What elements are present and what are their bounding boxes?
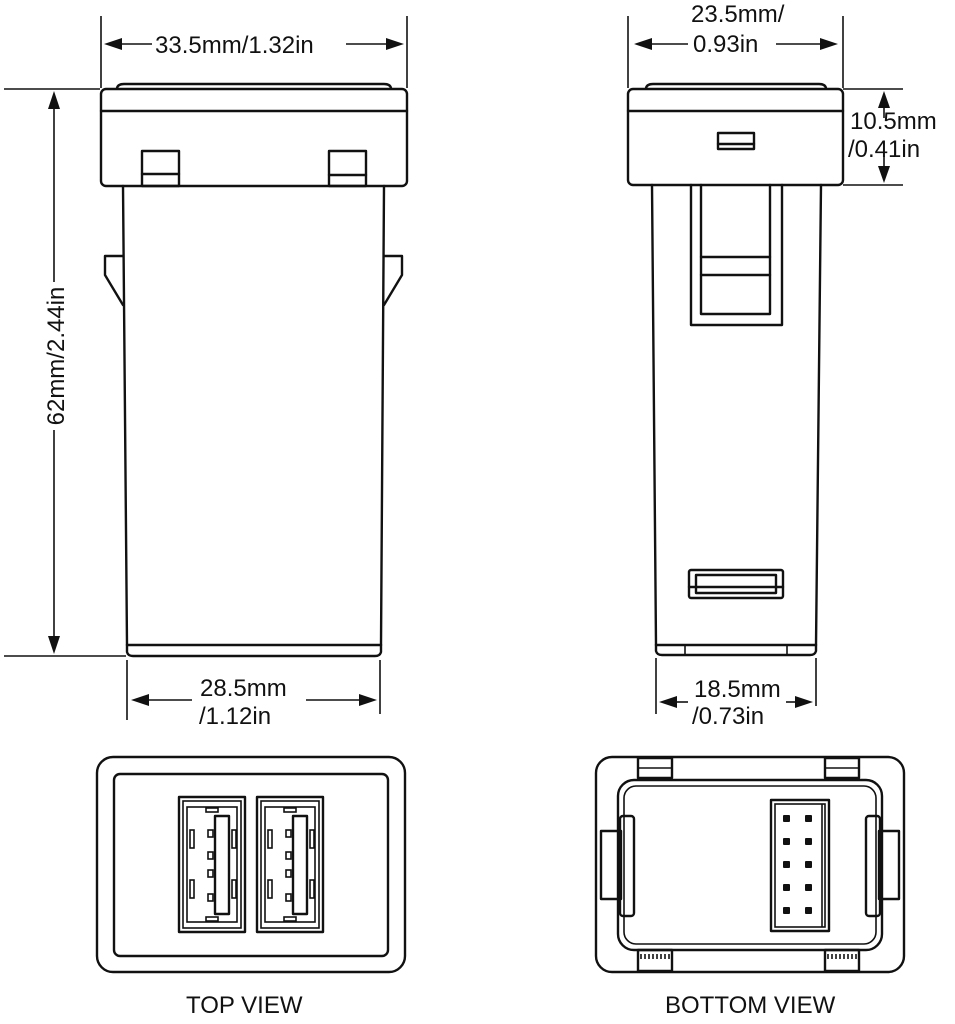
front-view [4,16,409,720]
side-view [626,16,903,714]
side-width-label-1: 23.5mm/ [691,1,785,28]
bottom-view-caption: BOTTOM VIEW [665,992,836,1019]
usb-port-icon [255,795,325,934]
connector-icon [769,798,831,933]
side-body-width-label-2: /0.73in [692,703,764,730]
top-view-caption: TOP VIEW [186,992,303,1019]
top-view [95,755,407,974]
front-body-width-label-2: /1.12in [199,703,271,730]
front-height-label: 62mm/2.44in [43,287,70,426]
side-body-width-label-1: 18.5mm [694,676,781,703]
front-body-width-label-1: 28.5mm [200,675,287,702]
usb-port-icon [177,795,247,934]
front-width-label: 33.5mm/1.32in [155,32,314,59]
bottom-view [594,755,906,974]
side-head-height-label-1: 10.5mm [850,108,937,135]
side-width-label-2: 0.93in [693,31,758,58]
side-head-height-label-2: /0.41in [848,136,920,163]
